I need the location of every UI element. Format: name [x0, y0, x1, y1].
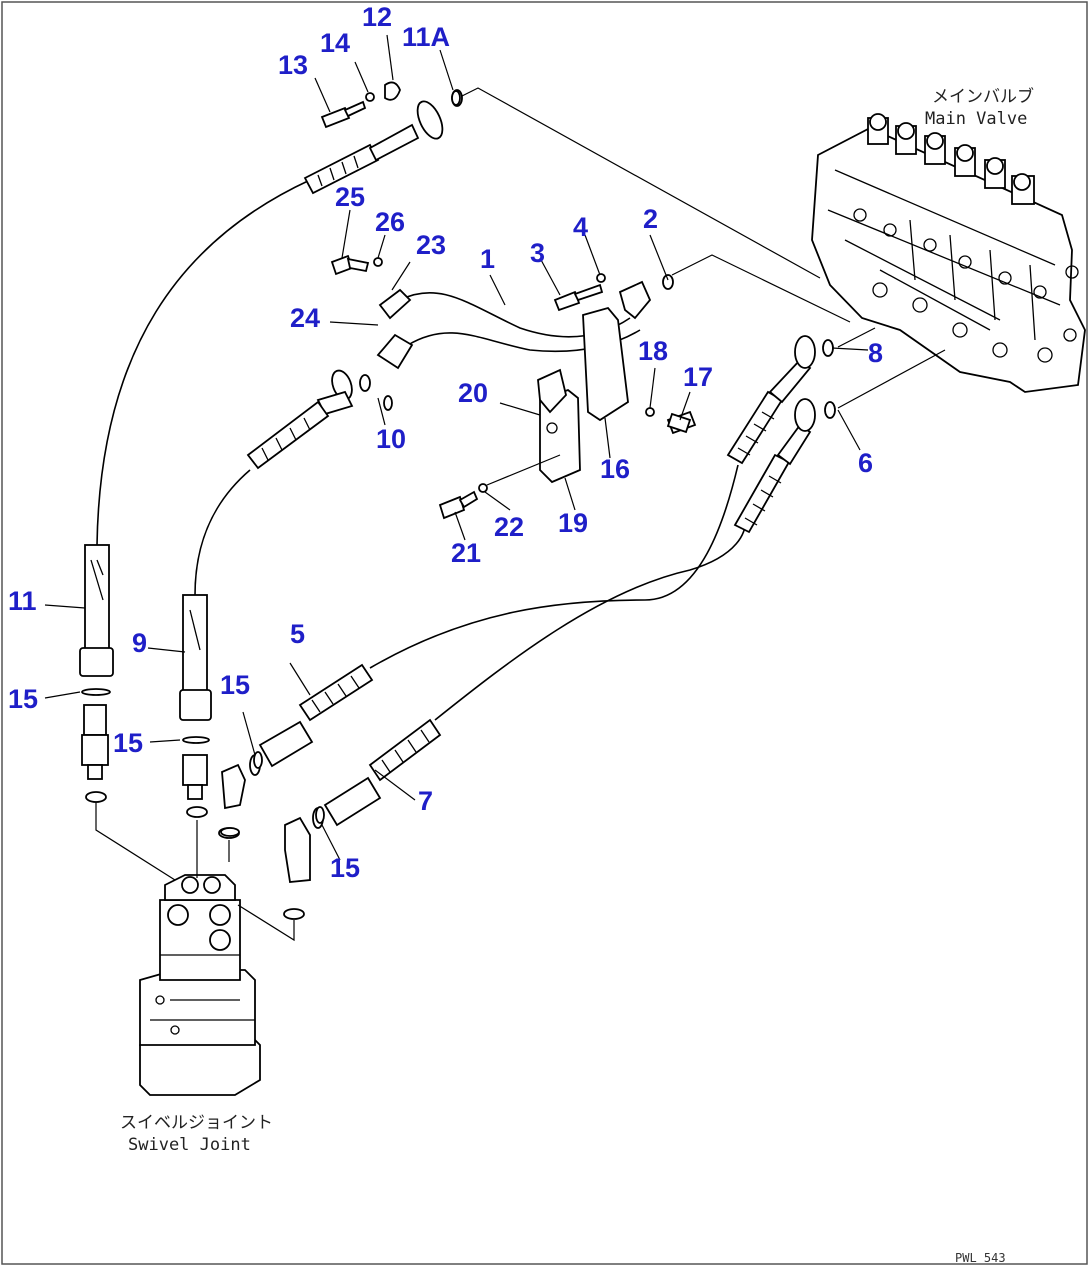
- callout-4: 4: [573, 212, 588, 242]
- hose-routing: [96, 87, 946, 721]
- callout-15-d: 15: [330, 853, 360, 883]
- callout-15-b: 15: [113, 728, 143, 758]
- hose-5-7-valve-ends: [726, 335, 836, 534]
- callout-18: 18: [638, 336, 668, 366]
- swivel-joint-label-en: Swivel Joint: [128, 1135, 251, 1155]
- callout-8: 8: [868, 338, 883, 368]
- callout-22: 22: [494, 512, 524, 542]
- callout-14: 14: [320, 28, 350, 58]
- callout-11a: 11A: [402, 22, 450, 52]
- callout-6: 6: [858, 448, 873, 478]
- callout-25: 25: [335, 182, 365, 212]
- pipe-1-flanges: [330, 254, 674, 370]
- callout-1: 1: [480, 244, 495, 274]
- callout-15-c: 15: [220, 670, 250, 700]
- brackets-16-19-20: [438, 306, 697, 520]
- callout-15-a: 15: [8, 684, 38, 714]
- callout-3: 3: [530, 238, 545, 268]
- callout-26: 26: [375, 207, 405, 237]
- callout-9: 9: [132, 628, 147, 658]
- captions: メインバルブ Main Valve スイベルジョイント Swivel Joint…: [120, 86, 1034, 1265]
- callout-24: 24: [290, 303, 320, 333]
- callout-5: 5: [290, 619, 305, 649]
- callout-13: 13: [278, 50, 308, 80]
- callout-23: 23: [416, 230, 446, 260]
- callout-10: 10: [376, 424, 406, 454]
- swivel-joint-label-jp: スイベルジョイント: [120, 1113, 273, 1133]
- callout-19: 19: [558, 508, 588, 538]
- callout-11: 11: [8, 586, 37, 616]
- main-valve-label-en: Main Valve: [925, 109, 1027, 129]
- callout-17: 17: [683, 362, 713, 392]
- callout-numbers: 1 2 3 4 5 6 7 8 9 10 11 11A 12 13 14 15 …: [8, 2, 883, 883]
- callout-12: 12: [362, 2, 392, 32]
- o-rings: [220, 90, 461, 837]
- callout-2: 2: [643, 204, 658, 234]
- main-valve-label-jp: メインバルブ: [932, 86, 1034, 107]
- hose-11-9-lower-ends: [79, 544, 212, 818]
- callout-21: 21: [451, 538, 481, 568]
- swivel-joint: [95, 802, 295, 1096]
- callout-20: 20: [458, 378, 488, 408]
- callout-16: 16: [600, 454, 630, 484]
- hose-9-flange: [246, 369, 371, 470]
- callout-leaders: [44, 34, 869, 861]
- callout-7: 7: [418, 786, 433, 816]
- hose-11-top-fitting: [303, 81, 463, 195]
- sheet-code: PWL 543: [955, 1251, 1006, 1265]
- main-valve: [811, 113, 1086, 393]
